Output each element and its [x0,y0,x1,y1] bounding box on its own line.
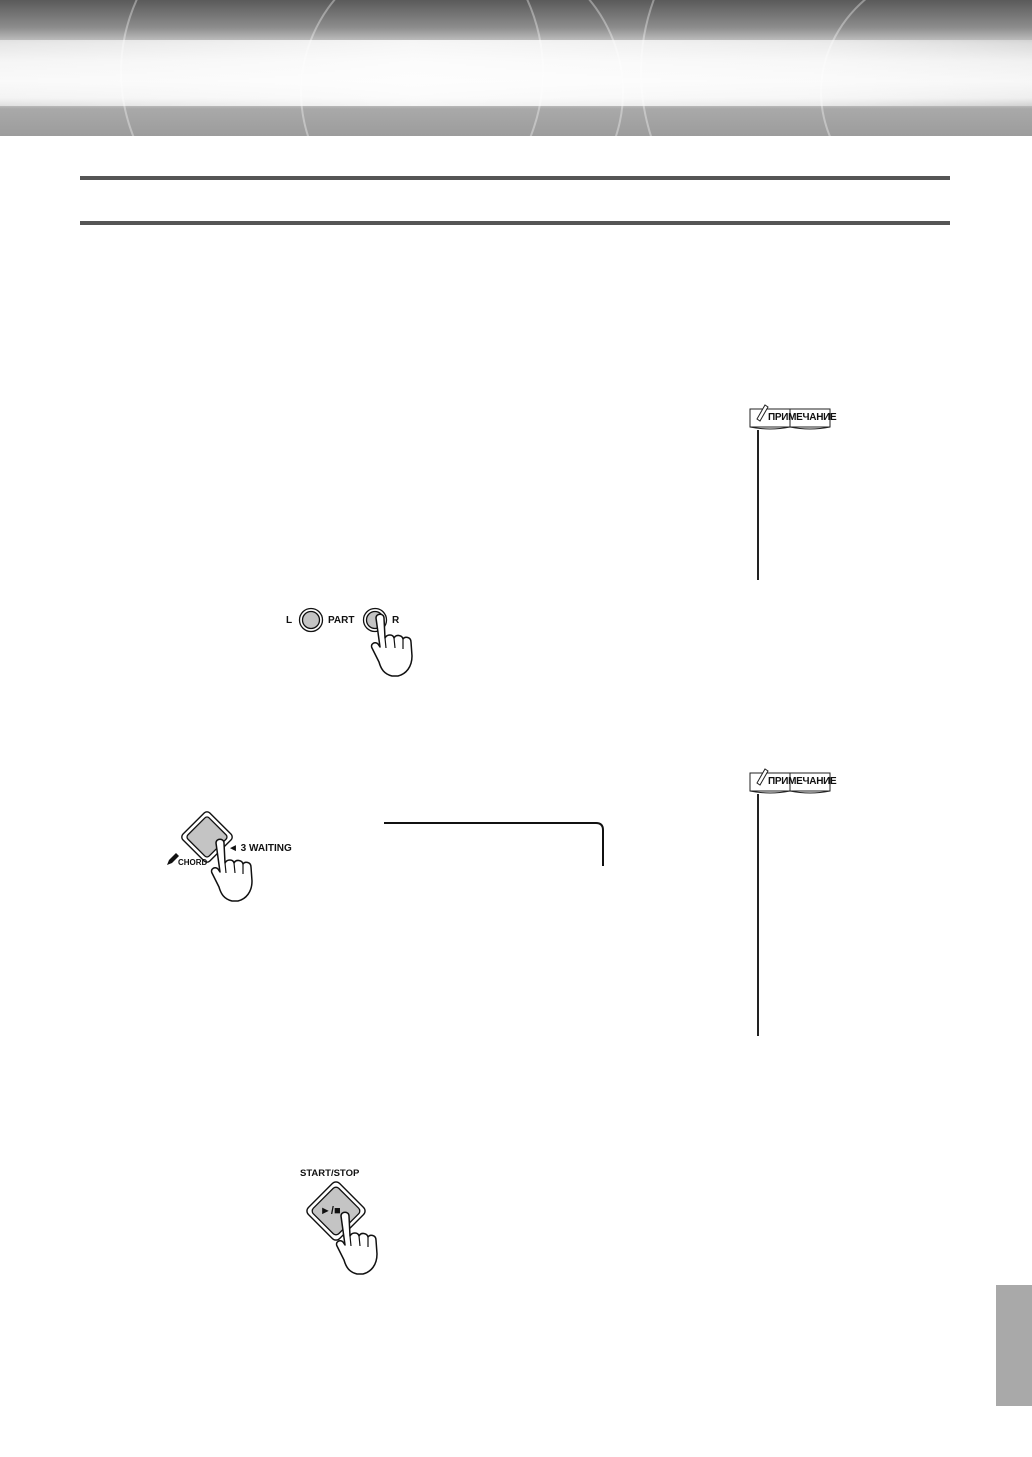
section-rule-bottom [80,221,950,225]
banner-swirl [640,0,1032,136]
part-right-label: R [392,615,400,626]
pressing-finger-icon [370,613,413,677]
start-stop-label: START/STOP [300,1168,360,1179]
pencil-icon [167,853,179,865]
note-label: ПРИМЕЧАНИЕ [768,776,837,787]
note-label: ПРИМЕЧАНИЕ [768,412,837,423]
note-book-icon [749,768,831,794]
note-book-icon [749,404,831,430]
part-left-button[interactable] [298,607,324,633]
waiting-label: ◄ 3 WAITING [228,843,292,854]
pressing-finger-icon [210,838,253,902]
note-sidebar-line [757,430,759,580]
start-stop-symbol: ►/■ [320,1205,341,1217]
note-sidebar-line [757,794,759,1036]
section-rule-top [80,176,950,180]
part-left-label: L [286,615,293,626]
banner-swirl [300,0,624,136]
display-callout-bracket [384,822,604,866]
pressing-finger-icon [335,1211,378,1275]
chapter-side-tab [996,1285,1032,1406]
header-banner [0,0,1032,136]
banner-swirl [820,0,1032,136]
chord-label: CHORD [178,858,208,867]
part-label: PART [328,615,355,626]
